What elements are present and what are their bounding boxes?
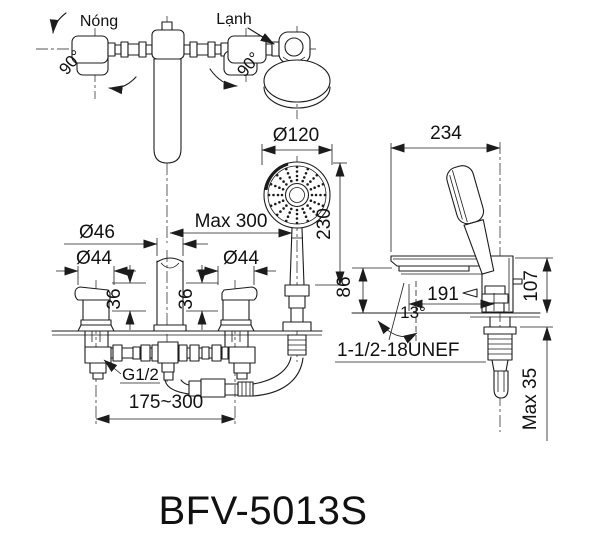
dim-head-diameter: Ø120 [261, 125, 333, 165]
dim-left-handle-height: 36 [104, 265, 146, 330]
svg-text:191: 191 [427, 284, 459, 305]
side-view: 234 107 86 191 13° 1-1/2-18UNEF [334, 123, 553, 441]
dim-overall-depth: 234 [390, 123, 501, 252]
cold-handle-plan [223, 35, 267, 76]
spout-side [390, 255, 491, 275]
hot-handle-front [74, 286, 115, 348]
mounting-shank [483, 316, 517, 399]
shower-hose [164, 356, 304, 398]
svg-text:G1/2: G1/2 [122, 365, 159, 384]
deck-front [51, 330, 323, 336]
handshower-plan [263, 31, 331, 109]
bracket-connector [265, 41, 280, 57]
svg-text:13°: 13° [400, 303, 426, 322]
dim-left-handle-diameter: Ø44 [56, 248, 136, 285]
dim-max-deck-thickness: Max 35 [520, 326, 552, 441]
front-view: Ø120 230 Max 300 Ø46 Ø44 [51, 125, 347, 427]
right-supply-pipe [183, 41, 229, 58]
svg-text:Ø46: Ø46 [79, 222, 115, 243]
hot-handle-plan [71, 35, 109, 76]
dim-shank-thread: 1-1/2-18UNEF [335, 340, 486, 363]
dim-spout-diameter: Ø46 [64, 222, 208, 256]
hot-label: Nóng [80, 13, 118, 30]
cold-label: Lạnh [216, 11, 252, 28]
dim-right-handle-diameter: Ø44 [196, 248, 276, 285]
rotate-arrow-hot-lower [108, 76, 137, 95]
svg-text:107: 107 [521, 270, 542, 302]
svg-text:Max 300: Max 300 [195, 211, 268, 232]
rotate-arrow-cold-lower [209, 68, 238, 90]
svg-text:Ø44: Ø44 [76, 248, 112, 269]
top-view: Nóng Lạnh 90° 90° [36, 11, 331, 243]
dim-spout-angle: 13° [377, 281, 426, 344]
svg-text:230: 230 [314, 208, 335, 240]
spray-nozzle-dots [267, 165, 327, 225]
spout-body-plan [151, 21, 185, 164]
dim-handshower-length: 230 [314, 162, 347, 286]
left-supply-pipe [107, 41, 153, 58]
dim-body-height: 107 [515, 257, 553, 314]
shower-head [263, 161, 331, 229]
wand-holder-side [462, 285, 509, 313]
rotate-arrow-hot-upper [49, 12, 67, 34]
dim-spout-reach: 191 [408, 284, 495, 311]
dim-max-hose-reach: Max 300 [169, 211, 293, 238]
svg-text:86: 86 [334, 276, 355, 297]
dim-inlet-thread: G1/2 [103, 359, 160, 384]
dim-handle-spacing: 175~300 [95, 392, 236, 424]
svg-text:36: 36 [104, 288, 125, 309]
svg-text:36: 36 [176, 288, 197, 309]
supply-manifold [84, 341, 256, 381]
model-title: BFV-5013S [158, 489, 367, 533]
handshower-mount [282, 227, 312, 356]
svg-text:175~300: 175~300 [129, 392, 204, 413]
dim-right-handle-height: 36 [176, 265, 218, 330]
cold-leader-arrow [247, 27, 275, 45]
svg-text:Max 35: Max 35 [520, 368, 541, 430]
cold-handle-front [217, 286, 258, 348]
svg-text:234: 234 [430, 123, 462, 144]
svg-text:Ø120: Ø120 [273, 125, 319, 146]
svg-text:Ø44: Ø44 [223, 248, 259, 269]
dim-spout-clearance: 86 [334, 267, 392, 314]
svg-text:1-1/2-18UNEF: 1-1/2-18UNEF [337, 340, 460, 361]
wand-side [446, 165, 495, 275]
